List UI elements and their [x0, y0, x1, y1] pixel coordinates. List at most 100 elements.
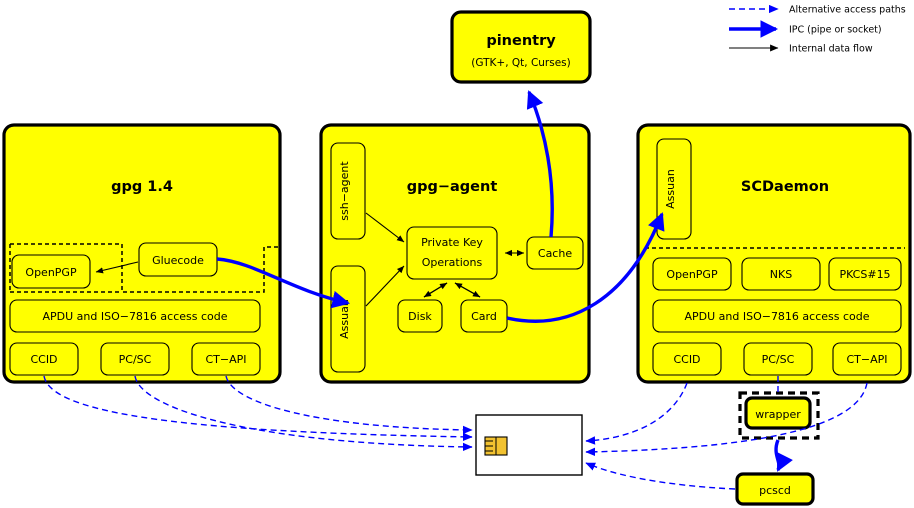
gpg-driver-pcsc-shape: [100, 342, 170, 376]
pcscd-box[interactable]: pcscd: [735, 472, 815, 506]
smartcard-chip-icon: [484, 436, 508, 456]
gpg-title: gpg 1.4: [111, 179, 173, 195]
gpg-driver-ctapi-shape: [191, 342, 261, 376]
scdaemon-apdu-label: APDU and ISO−7816 access code: [684, 310, 869, 323]
gpg-container[interactable]: gpg 1.4 OpenPGP Gluecode APDU and ISO−78…: [2, 123, 282, 384]
gpg-agent-card-box[interactable]: Card: [460, 299, 508, 333]
gpg-agent-assuan-box[interactable]: Assuan: [330, 265, 366, 373]
scdaemon-apdu-shape: [652, 299, 902, 333]
gpg-agent-card-shape: [460, 299, 508, 333]
scdaemon-app-pkcs15[interactable]: PKCS#15: [828, 257, 902, 291]
smartcard[interactable]: [475, 414, 583, 476]
gpg-agent-disk-box[interactable]: Disk: [397, 299, 443, 333]
gpg-driver-ccid-label: CCID: [30, 353, 57, 366]
pcscd-label: pcscd: [759, 484, 791, 497]
scdaemon-driver-ccid-shape: [652, 342, 722, 376]
scdaemon-driver-ctapi-label: CT−API: [846, 353, 887, 366]
scdaemon-apdu-box[interactable]: APDU and ISO−7816 access code: [652, 299, 902, 333]
gpg-apdu-label: APDU and ISO−7816 access code: [42, 310, 227, 323]
scdaemon-assuan-shape: [656, 138, 692, 240]
alt-path-scd-ctapi-to-card: [585, 382, 868, 457]
gpg-apdu-shape: [9, 299, 261, 333]
wrapper-group[interactable]: wrapper: [738, 391, 820, 440]
scdaemon-driver-pcsc-shape: [743, 342, 813, 376]
ipc-agent-to-scdaemon: [506, 212, 665, 323]
scdaemon-assuan-box[interactable]: Assuan: [656, 138, 692, 240]
gpg-gluecode-box[interactable]: Gluecode: [138, 242, 218, 277]
scdaemon-app-nks-label: NKS: [770, 268, 792, 281]
gpg-driver-pcsc[interactable]: PC/SC: [100, 342, 170, 376]
disk-to-pko-arrow: [423, 282, 448, 298]
wrapper-shape: [744, 396, 812, 430]
scdaemon-driver-ctapi-shape: [832, 342, 902, 376]
legend-label-internal-flow: Internal data flow: [789, 44, 873, 55]
assuan-to-pko-arrow: [365, 265, 405, 307]
pinentry-title: pinentry: [486, 33, 556, 49]
scdaemon-app-nks[interactable]: NKS: [741, 257, 821, 291]
legend-label-ipc: IPC (pipe or socket): [789, 25, 882, 36]
ssh-agent-to-pko-arrow: [365, 212, 405, 243]
gpg-driver-ctapi[interactable]: CT−API: [191, 342, 261, 376]
scdaemon-app-openpgp-shape: [652, 257, 732, 291]
scdaemon-app-nks-shape: [741, 257, 821, 291]
gpg-agent-ssh-agent-shape: [330, 142, 366, 240]
legend-item-ipc: IPC (pipe or socket): [729, 20, 882, 38]
gpg-agent-title: gpg−agent: [407, 179, 498, 195]
gpg-agent-private-key-ops-box[interactable]: Private Key Operations: [406, 226, 498, 280]
scdaemon-driver-ccid[interactable]: CCID: [652, 342, 722, 376]
gpg-driver-ctapi-label: CT−API: [205, 353, 246, 366]
scdaemon-app-pkcs15-shape: [828, 257, 902, 291]
legend: Alternative access paths IPC (pipe or so…: [729, 5, 906, 55]
gpg-agent-disk-label: Disk: [408, 310, 432, 323]
ipc-gpg-to-agent: [216, 257, 350, 309]
gpg-agent-private-key-ops-line2: Operations: [422, 256, 483, 269]
scdaemon-driver-pcsc-label: PC/SC: [762, 353, 795, 366]
card-to-pko-arrow: [454, 282, 481, 298]
legend-item-alt-path: Alternative access paths: [729, 5, 906, 16]
pinentry-subtitle: (GTK+, Qt, Curses): [471, 57, 571, 69]
wrapper-label: wrapper: [755, 408, 801, 421]
pinentry-box[interactable]: pinentry (GTK+, Qt, Curses): [450, 10, 592, 84]
pinentry-box-shape: [450, 10, 592, 84]
gpg-agent-private-key-ops-line1: Private Key: [421, 236, 483, 249]
gpg-dashed-region: [10, 243, 279, 293]
gpg-openpgp-box[interactable]: OpenPGP: [11, 254, 91, 289]
gpg-agent-card-label: Card: [471, 310, 497, 323]
gpg-gluecode-label: Gluecode: [152, 254, 204, 267]
alt-path-gpg-ccid-to-card: [43, 375, 473, 442]
scdaemon-app-openpgp-label: OpenPGP: [666, 268, 718, 281]
scdaemon-app-openpgp[interactable]: OpenPGP: [652, 257, 732, 291]
gpg-agent-assuan-label: Assuan: [338, 299, 351, 339]
ipc-agent-to-pinentry: [526, 90, 554, 238]
gpg-driver-pcsc-label: PC/SC: [119, 353, 152, 366]
gpg-apdu-box[interactable]: APDU and ISO−7816 access code: [9, 299, 261, 333]
scdaemon-driver-ctapi[interactable]: CT−API: [832, 342, 902, 376]
legend-label-alt-path: Alternative access paths: [789, 5, 906, 16]
scdaemon-driver-ccid-label: CCID: [673, 353, 700, 366]
alt-path-pcscd-to-card: [585, 462, 736, 490]
gpg-agent-private-key-ops-shape: [406, 226, 498, 280]
gpg-agent-ssh-agent-label: ssh−agent: [338, 161, 351, 221]
alt-path-scd-ccid-to-card: [585, 382, 688, 445]
alt-path-gpg-pcsc-to-card: [134, 375, 473, 452]
ipc-wrapper-to-pcscd: [774, 439, 793, 472]
gpg-agent-cache-label: Cache: [538, 247, 572, 260]
gpg-agent-ssh-agent-box[interactable]: ssh−agent: [330, 142, 366, 240]
gpg-gluecode-to-openpgp-arrow: [95, 261, 139, 274]
gpg-driver-ccid-shape: [9, 342, 79, 376]
legend-item-internal-flow: Internal data flow: [729, 44, 873, 55]
gpg-openpgp-shape: [11, 254, 91, 289]
gpg-agent-container[interactable]: gpg−agent ssh−agent Assuan Private Key O…: [319, 123, 591, 384]
gpg-agent-cache-box[interactable]: Cache: [526, 236, 584, 270]
scdaemon-app-pkcs15-label: PKCS#15: [839, 268, 890, 281]
gpg-agent-disk-shape: [397, 299, 443, 333]
alt-path-gpg-ctapi-to-card: [225, 375, 473, 435]
scdaemon-assuan-label: Assuan: [664, 169, 677, 209]
gpg-driver-ccid[interactable]: CCID: [9, 342, 79, 376]
pcscd-shape: [735, 472, 815, 506]
scdaemon-driver-pcsc[interactable]: PC/SC: [743, 342, 813, 376]
scdaemon-container[interactable]: SCDaemon Assuan OpenPGP NKS PKCS#15 APDU…: [636, 123, 912, 384]
wrapper-dashed-border: [738, 391, 820, 440]
gpg-agent-cache-shape: [526, 236, 584, 270]
